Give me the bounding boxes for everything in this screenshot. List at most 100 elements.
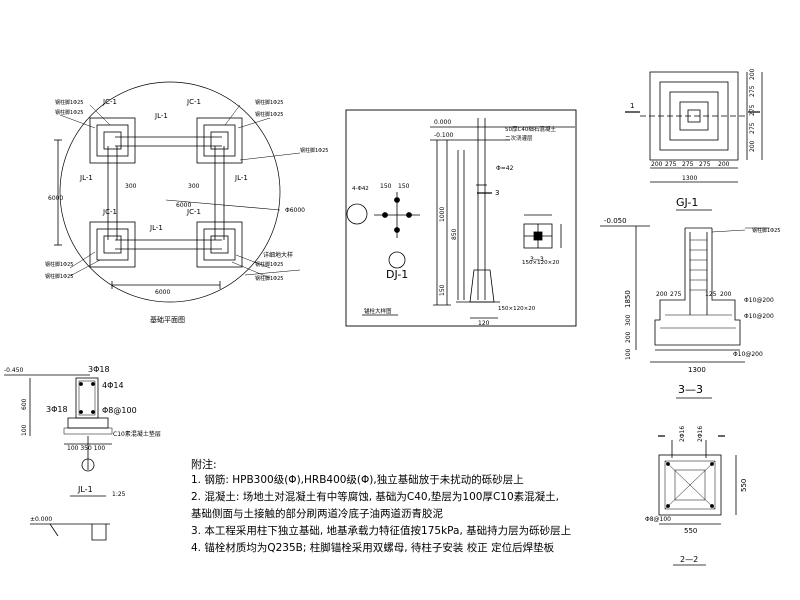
plan-jl-label: JL-1 xyxy=(154,112,168,120)
dj-caption: 锚栓大样图 xyxy=(364,307,392,315)
dj-elev2: -0.100 xyxy=(434,132,454,139)
plan-dim: 6000 xyxy=(155,289,170,296)
notes-line: 3. 本工程采用柱下独立基础, 地基承载力特征值按175kPa, 基础持力层为砾… xyxy=(191,525,572,537)
sec33-elev: -0.050 xyxy=(604,217,627,225)
gj-dim-h: 275 xyxy=(665,161,677,168)
plan-jc-label: JC-1 xyxy=(102,98,117,106)
footing-tr xyxy=(196,117,243,164)
jl-dim: 600 xyxy=(21,398,28,410)
jl-rebar: 4Φ14 xyxy=(102,381,124,390)
dj-spec2: 二次浇灌层 xyxy=(505,134,533,142)
plan-dim: 300 xyxy=(125,183,137,190)
plan-jc-label: JC-1 xyxy=(186,98,201,106)
plan-dim: 6000 xyxy=(48,195,63,202)
gj-1-detail xyxy=(625,71,763,211)
plan-jl-label: JL-1 xyxy=(149,224,163,232)
plan-callout: 钢柱脚1Φ25 xyxy=(300,147,328,154)
jl-rebar: Φ8@100 xyxy=(102,406,137,415)
footing-br xyxy=(196,221,243,268)
sec22-rebar: 2Φ16 xyxy=(697,426,704,442)
jl-scale: 1:25 xyxy=(112,491,126,498)
dj-dim: 150 xyxy=(398,183,410,190)
plan-jl-label: JL-1 xyxy=(79,174,93,182)
dj-title: DJ-1 xyxy=(386,268,408,281)
plan-callout: 钢柱脚1Φ25 xyxy=(255,111,283,118)
dj-1-detail xyxy=(345,109,577,327)
notes-title: 附注: xyxy=(191,458,217,471)
sec33-height: 300 xyxy=(625,314,632,326)
dj-dim: 120 xyxy=(478,320,490,327)
sec22-height: 550 xyxy=(740,479,748,492)
small-elev: ±0.000 xyxy=(30,516,52,523)
plan-callout: 钢柱脚1Φ25 xyxy=(45,261,73,268)
dj-anchor: 4-Φ42 xyxy=(352,186,369,192)
small-elevation xyxy=(30,523,110,541)
gj-dim-v: 275 xyxy=(749,122,756,134)
gj-dim-v: 200 xyxy=(749,140,756,152)
sec33-rebar: Φ10@200 xyxy=(733,351,763,358)
dj-dim: 1000 xyxy=(439,207,446,222)
sec33-width: 1300 xyxy=(688,366,706,374)
dj-plate: 150×120×20 xyxy=(498,306,536,312)
plan-callout: 钢柱脚1Φ25 xyxy=(55,99,83,106)
plan-jc-label: JC-1 xyxy=(102,208,117,216)
dj-spec1: 50厚C40细石混凝土 xyxy=(505,125,556,133)
gj-total: 1300 xyxy=(682,175,697,182)
plan-callout: 钢柱脚1Φ25 xyxy=(255,99,283,106)
gj-dim-v: 275 xyxy=(749,104,756,116)
section-2-2 xyxy=(658,435,737,566)
dj-dim: 150 xyxy=(439,284,446,296)
sec22-rebar: 2Φ16 xyxy=(679,426,686,442)
jl-rebar: 3Φ18 xyxy=(88,365,110,374)
plan-callout: 详细地大样 xyxy=(263,251,293,259)
dj-dim: 850 xyxy=(451,228,458,240)
gj-dim-h: 275 xyxy=(699,161,711,168)
notes-line: 基础侧面与土接触的部分刷两道冷底子油两道沥青胶泥 xyxy=(191,508,443,520)
plan-dim: 300 xyxy=(188,183,200,190)
plan-callout: 钢柱脚1Φ25 xyxy=(45,273,73,280)
gj-dim-h: 200 xyxy=(651,161,663,168)
jl-1-detail xyxy=(4,374,113,497)
sec33-dim: 125 xyxy=(705,291,717,298)
jl-dim: 100 350 100 xyxy=(67,445,105,452)
section-3-3 xyxy=(600,225,770,399)
sec22-rebar: Φ8@100 xyxy=(645,516,671,523)
footing-tl xyxy=(89,117,136,164)
gj-dim-h: 275 xyxy=(682,161,694,168)
sec33-height: 200 xyxy=(625,331,632,343)
dj-section-label: 3—3 xyxy=(530,256,544,263)
dj-section-mark: 3 xyxy=(495,189,499,197)
gj-dim-h: 200 xyxy=(718,161,730,168)
gj-title: GJ-1 xyxy=(676,196,698,209)
sec33-rebar: Φ10@200 xyxy=(744,297,774,304)
gj-dim-v: 200 xyxy=(749,68,756,80)
sec33-callout: 钢柱脚1Φ25 xyxy=(752,227,780,234)
plan-callout: 钢柱脚1Φ25 xyxy=(55,109,83,116)
plan-jl-label: JL-1 xyxy=(234,174,248,182)
sec33-dim: 200 xyxy=(720,291,732,298)
footing-bl xyxy=(89,221,136,268)
plan-callout: 钢柱脚1Φ25 xyxy=(255,261,283,268)
notes-line: 1. 钢筋: HPB300级(Φ),HRB400级(Φ),独立基础放于未扰动的砾… xyxy=(191,474,524,486)
sec22-width: 550 xyxy=(684,527,697,535)
notes-line: 4. 锚栓材质均为Q235B; 柱脚锚栓采用双螺母, 待柱子安装 校正 定位后焊… xyxy=(191,542,555,554)
dj-dim: 150 xyxy=(380,183,392,190)
dj-phi: Φ=42 xyxy=(496,165,514,172)
plan-dim: 6000 xyxy=(176,202,191,209)
jl-elev: -0.450 xyxy=(4,367,24,374)
sec33-rebar: Φ10@200 xyxy=(744,313,774,320)
jl-dim: 100 xyxy=(21,424,28,436)
gj-section-mark: 1 xyxy=(630,102,634,110)
foundation-plan xyxy=(54,81,301,303)
sec33-dim: 275 xyxy=(670,291,682,298)
plan-diameter: Φ6000 xyxy=(285,207,305,214)
jl-rebar: 3Φ18 xyxy=(46,405,68,414)
sec33-height: 1850 xyxy=(624,290,632,308)
sec33-dim: 200 xyxy=(656,291,668,298)
gj-dim-v: 275 xyxy=(749,85,756,97)
notes-line: 2. 混凝土: 场地土对混凝土有中等腐蚀, 基础为C40,垫层为100厚C10素… xyxy=(191,491,560,503)
plan-title: 基础平面图 xyxy=(150,315,185,324)
jl-c10: C10素混凝土垫层 xyxy=(113,430,161,438)
sec33-title: 3—3 xyxy=(678,383,703,396)
